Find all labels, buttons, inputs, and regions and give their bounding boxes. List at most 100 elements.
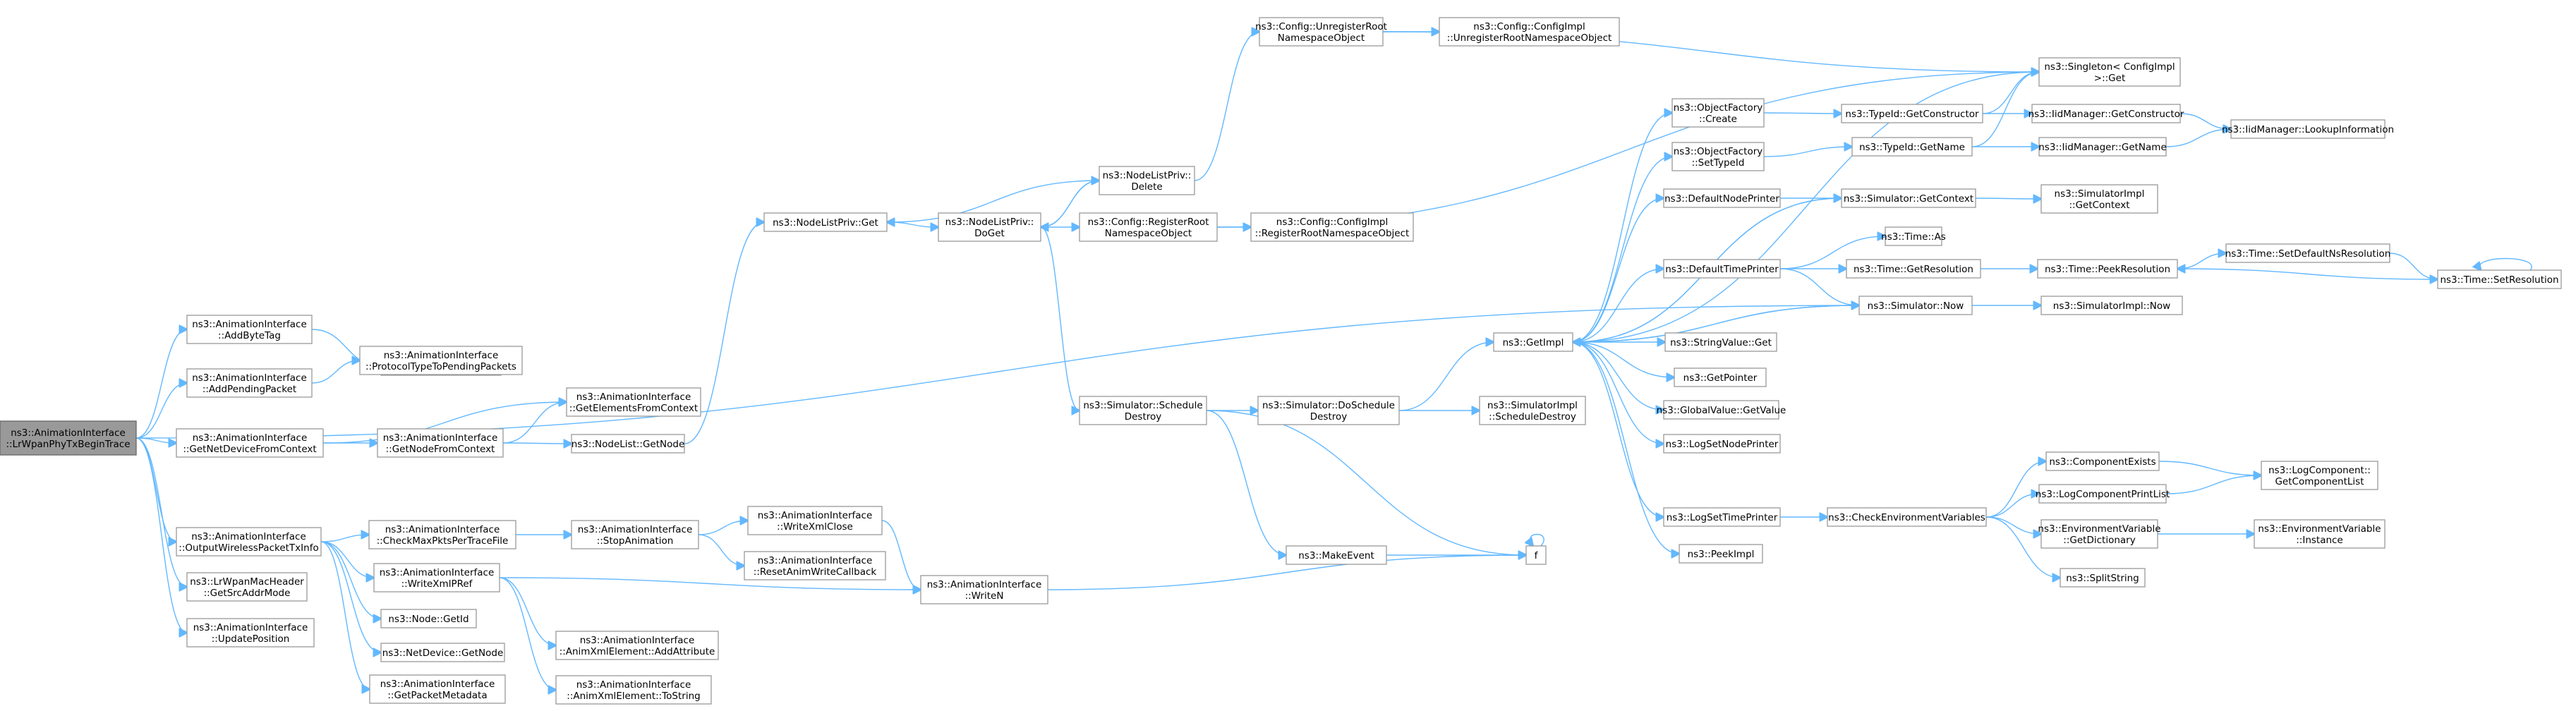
node-label: ::AnimXmlElement::AddAttribute <box>560 646 715 657</box>
graph-node-simimplnow[interactable]: ns3::SimulatorImpl::Now <box>2040 296 2183 315</box>
graph-node-peekimpl[interactable]: ns3::PeekImpl <box>1679 544 1763 564</box>
graph-node-logsettimeprinter[interactable]: ns3::LogSetTimePrinter <box>1663 507 1781 527</box>
node-box <box>176 527 322 557</box>
graph-node-logcompprint[interactable]: ns3::LogComponentPrintList <box>2036 484 2170 504</box>
node-box <box>1079 396 1207 425</box>
node-label: ::StopAnimation <box>597 535 674 547</box>
graph-node-writen[interactable]: ns3::AnimationInterface::WriteN <box>920 575 1048 604</box>
call-edge-getimpl-to-defaulttimeprinter <box>1572 269 1664 343</box>
graph-node-stopanimation[interactable]: ns3::AnimationInterface::StopAnimation <box>571 520 699 549</box>
graph-node-simschedule[interactable]: ns3::Simulator::ScheduleDestroy <box>1079 396 1207 425</box>
call-edge-nodelistprivdelete-to-nodelistprivget <box>887 180 1100 222</box>
graph-node-nodelistprivdoget[interactable]: ns3::NodeListPriv::DoGet <box>938 212 1041 242</box>
graph-node-stringvalueget[interactable]: ns3::StringValue::Get <box>1664 332 1777 352</box>
node-label: ::CheckMaxPktsPerTraceFile <box>377 535 509 547</box>
graph-node-cfgimplregister[interactable]: ns3::Config::ConfigImpl::RegisterRootNam… <box>1250 212 1414 242</box>
node-label: ns3::AnimationInterface <box>384 350 499 361</box>
node-label: ns3::AnimationInterface <box>191 531 306 542</box>
graph-node-tostring[interactable]: ns3::AnimationInterface::AnimXmlElement:… <box>555 675 712 705</box>
call-edge-getnodefromctx-to-getelements <box>502 402 567 444</box>
graph-node-updateposition[interactable]: ns3::AnimationInterface::UpdatePosition <box>186 618 315 648</box>
graph-node-iidgetname[interactable]: ns3::IidManager::GetName <box>2038 137 2167 157</box>
graph-node-timeas[interactable]: ns3::Time::As <box>1881 226 1946 246</box>
graph-node-timesetdefault[interactable]: ns3::Time::SetDefaultNsResolution <box>2225 243 2391 263</box>
graph-node-globalvalue[interactable]: ns3::GlobalValue::GetValue <box>1657 400 1786 420</box>
graph-node-cfgregister[interactable]: ns3::Config::RegisterRootNamespaceObject <box>1079 212 1218 242</box>
graph-node-f[interactable]: f <box>1525 545 1547 565</box>
graph-node-lrwpanmac[interactable]: ns3::LrWpanMacHeader::GetSrcAddrMode <box>186 572 308 602</box>
node-label: ::GetElementsFromContext <box>569 403 698 414</box>
graph-node-singleton[interactable]: ns3::Singleton< ConfigImpl>::Get <box>2038 57 2181 87</box>
node-label: >::Get <box>2094 73 2125 84</box>
graph-node-envgetdict[interactable]: ns3::EnvironmentVariable::GetDictionary <box>2038 519 2161 549</box>
node-label: ::GetPacketMetadata <box>387 690 487 701</box>
node-label: ns3::Node::GetId <box>388 614 468 625</box>
graph-node-addbytetag[interactable]: ns3::AnimationInterface::AddByteTag <box>186 315 313 344</box>
node-box <box>1663 434 1781 454</box>
node-label: ns3::SimulatorImpl <box>1487 400 1578 411</box>
graph-node-checkmaxpkts[interactable]: ns3::AnimationInterface::CheckMaxPktsPer… <box>368 520 516 549</box>
graph-node-nodelistprivget[interactable]: ns3::NodeListPriv::Get <box>763 212 888 232</box>
node-label: ::SetTypeId <box>1692 157 1745 169</box>
graph-node-objcreate[interactable]: ns3::ObjectFactory::Create <box>1671 98 1765 128</box>
graph-node-logsetnodeprinter[interactable]: ns3::LogSetNodePrinter <box>1663 434 1781 454</box>
call-edge-getimpl-to-getpointer <box>1572 341 1674 377</box>
graph-node-simimplschedule[interactable]: ns3::SimulatorImpl::ScheduleDestroy <box>1479 396 1586 425</box>
graph-node-getpacketmeta[interactable]: ns3::AnimationInterface::GetPacketMetada… <box>369 674 506 704</box>
graph-node-writexmlpref[interactable]: ns3::AnimationInterface::WriteXmlPRef <box>373 563 500 592</box>
node-label: ::GetNodeFromContext <box>386 444 495 455</box>
node-label: ns3::AnimationInterface <box>192 372 307 384</box>
graph-node-iidlookup[interactable]: ns3::IidManager::LookupInformation <box>2222 119 2394 139</box>
graph-node-getimpl[interactable]: ns3::GetImpl <box>1493 332 1573 352</box>
graph-node-getelements[interactable]: ns3::AnimationInterface::GetElementsFrom… <box>566 387 701 417</box>
call-edge-checkenv-to-compexists <box>1985 461 2046 518</box>
graph-node-timepeekres[interactable]: ns3::Time::PeekResolution <box>2037 259 2178 279</box>
graph-node-addattribute[interactable]: ns3::AnimationInterface::AnimXmlElement:… <box>555 631 719 660</box>
graph-node-iidgetctor[interactable]: ns3::IidManager::GetConstructor <box>2028 104 2184 123</box>
graph-node-addpending[interactable]: ns3::AnimationInterface::AddPendingPacke… <box>186 368 313 398</box>
graph-node-cfgunregister[interactable]: ns3::Config::UnregisterRootNamespaceObje… <box>1255 17 1387 47</box>
graph-node-typeidgetctor[interactable]: ns3::TypeId::GetConstructor <box>1841 104 1983 123</box>
graph-node-defaultnodeprinter[interactable]: ns3::DefaultNodePrinter <box>1663 188 1781 208</box>
graph-node-checkenv[interactable]: ns3::CheckEnvironmentVariables <box>1827 507 1987 527</box>
node-label: ns3::AnimationInterface <box>193 432 308 444</box>
graph-node-prototype[interactable]: ns3::AnimationInterface::ProtocolTypeToP… <box>359 346 523 375</box>
graph-node-nodelistgetnode[interactable]: ns3::NodeList::GetNode <box>571 434 685 454</box>
graph-node-simimplgetcontext[interactable]: ns3::SimulatorImpl::GetContext <box>2040 184 2158 214</box>
graph-node-compexists[interactable]: ns3::ComponentExists <box>2045 451 2160 471</box>
graph-node-nodegetid[interactable]: ns3::Node::GetId <box>380 609 477 628</box>
graph-node-defaulttimeprinter[interactable]: ns3::DefaultTimePrinter <box>1663 259 1781 279</box>
call-edge-addpending-to-prototype <box>311 360 360 384</box>
call-edge-nodelistprivget-to-nodelistprivdoget <box>886 221 938 227</box>
graph-node-splitstring[interactable]: ns3::SplitString <box>2060 568 2146 588</box>
node-label: NamespaceObject <box>1278 32 1365 44</box>
node-label: ns3::Simulator::Now <box>1868 300 1964 312</box>
graph-node-objsettypeid[interactable]: ns3::ObjectFactory::SetTypeId <box>1671 142 1765 171</box>
graph-node-nodelistprivdelete[interactable]: ns3::NodeListPriv::Delete <box>1099 166 1195 195</box>
graph-node-resetanim[interactable]: ns3::AnimationInterface::ResetAnimWriteC… <box>744 551 886 581</box>
graph-node-root[interactable]: ns3::AnimationInterface::LrWpanPhyTxBegi… <box>0 420 137 456</box>
graph-node-writexmlclose[interactable]: ns3::AnimationInterface::WriteXmlClose <box>747 506 883 535</box>
node-box <box>2040 296 2183 315</box>
graph-node-timegetres[interactable]: ns3::Time::GetResolution <box>1846 259 1981 279</box>
node-box <box>368 520 516 549</box>
graph-node-netdevgetnode[interactable]: ns3::NetDevice::GetNode <box>380 643 505 662</box>
graph-node-logcompgetlist[interactable]: ns3::LogComponent::GetComponentList <box>2261 461 2378 490</box>
node-label: ns3::GetPointer <box>1683 372 1758 384</box>
graph-node-makeevent[interactable]: ns3::MakeEvent <box>1286 545 1387 565</box>
graph-node-outputwireless[interactable]: ns3::AnimationInterface::OutputWirelessP… <box>176 527 322 557</box>
node-box <box>1099 166 1195 195</box>
graph-node-simgetcontext[interactable]: ns3::Simulator::GetContext <box>1841 188 1976 208</box>
call-edge-nodelistprivdoget-to-simschedule <box>1040 226 1080 411</box>
graph-node-cfgimplunregister[interactable]: ns3::Config::ConfigImpl::UnregisterRootN… <box>1439 17 1620 47</box>
graph-node-typeidgetname[interactable]: ns3::TypeId::GetName <box>1851 137 1973 157</box>
graph-node-envinstance[interactable]: ns3::EnvironmentVariable::Instance <box>2254 519 2385 549</box>
graph-node-simnow[interactable]: ns3::Simulator::Now <box>1858 296 1973 315</box>
node-label: ns3::ObjectFactory <box>1674 146 1763 157</box>
graph-node-getpointer[interactable]: ns3::GetPointer <box>1674 367 1767 387</box>
graph-node-getnetdevice[interactable]: ns3::AnimationInterface::GetNetDeviceFro… <box>176 428 324 458</box>
graph-node-timesetres[interactable]: ns3::Time::SetResolution <box>2437 269 2562 289</box>
graph-node-getnodefromctx[interactable]: ns3::AnimationInterface::GetNodeFromCont… <box>377 428 504 458</box>
node-label: Destroy <box>1125 411 1162 423</box>
